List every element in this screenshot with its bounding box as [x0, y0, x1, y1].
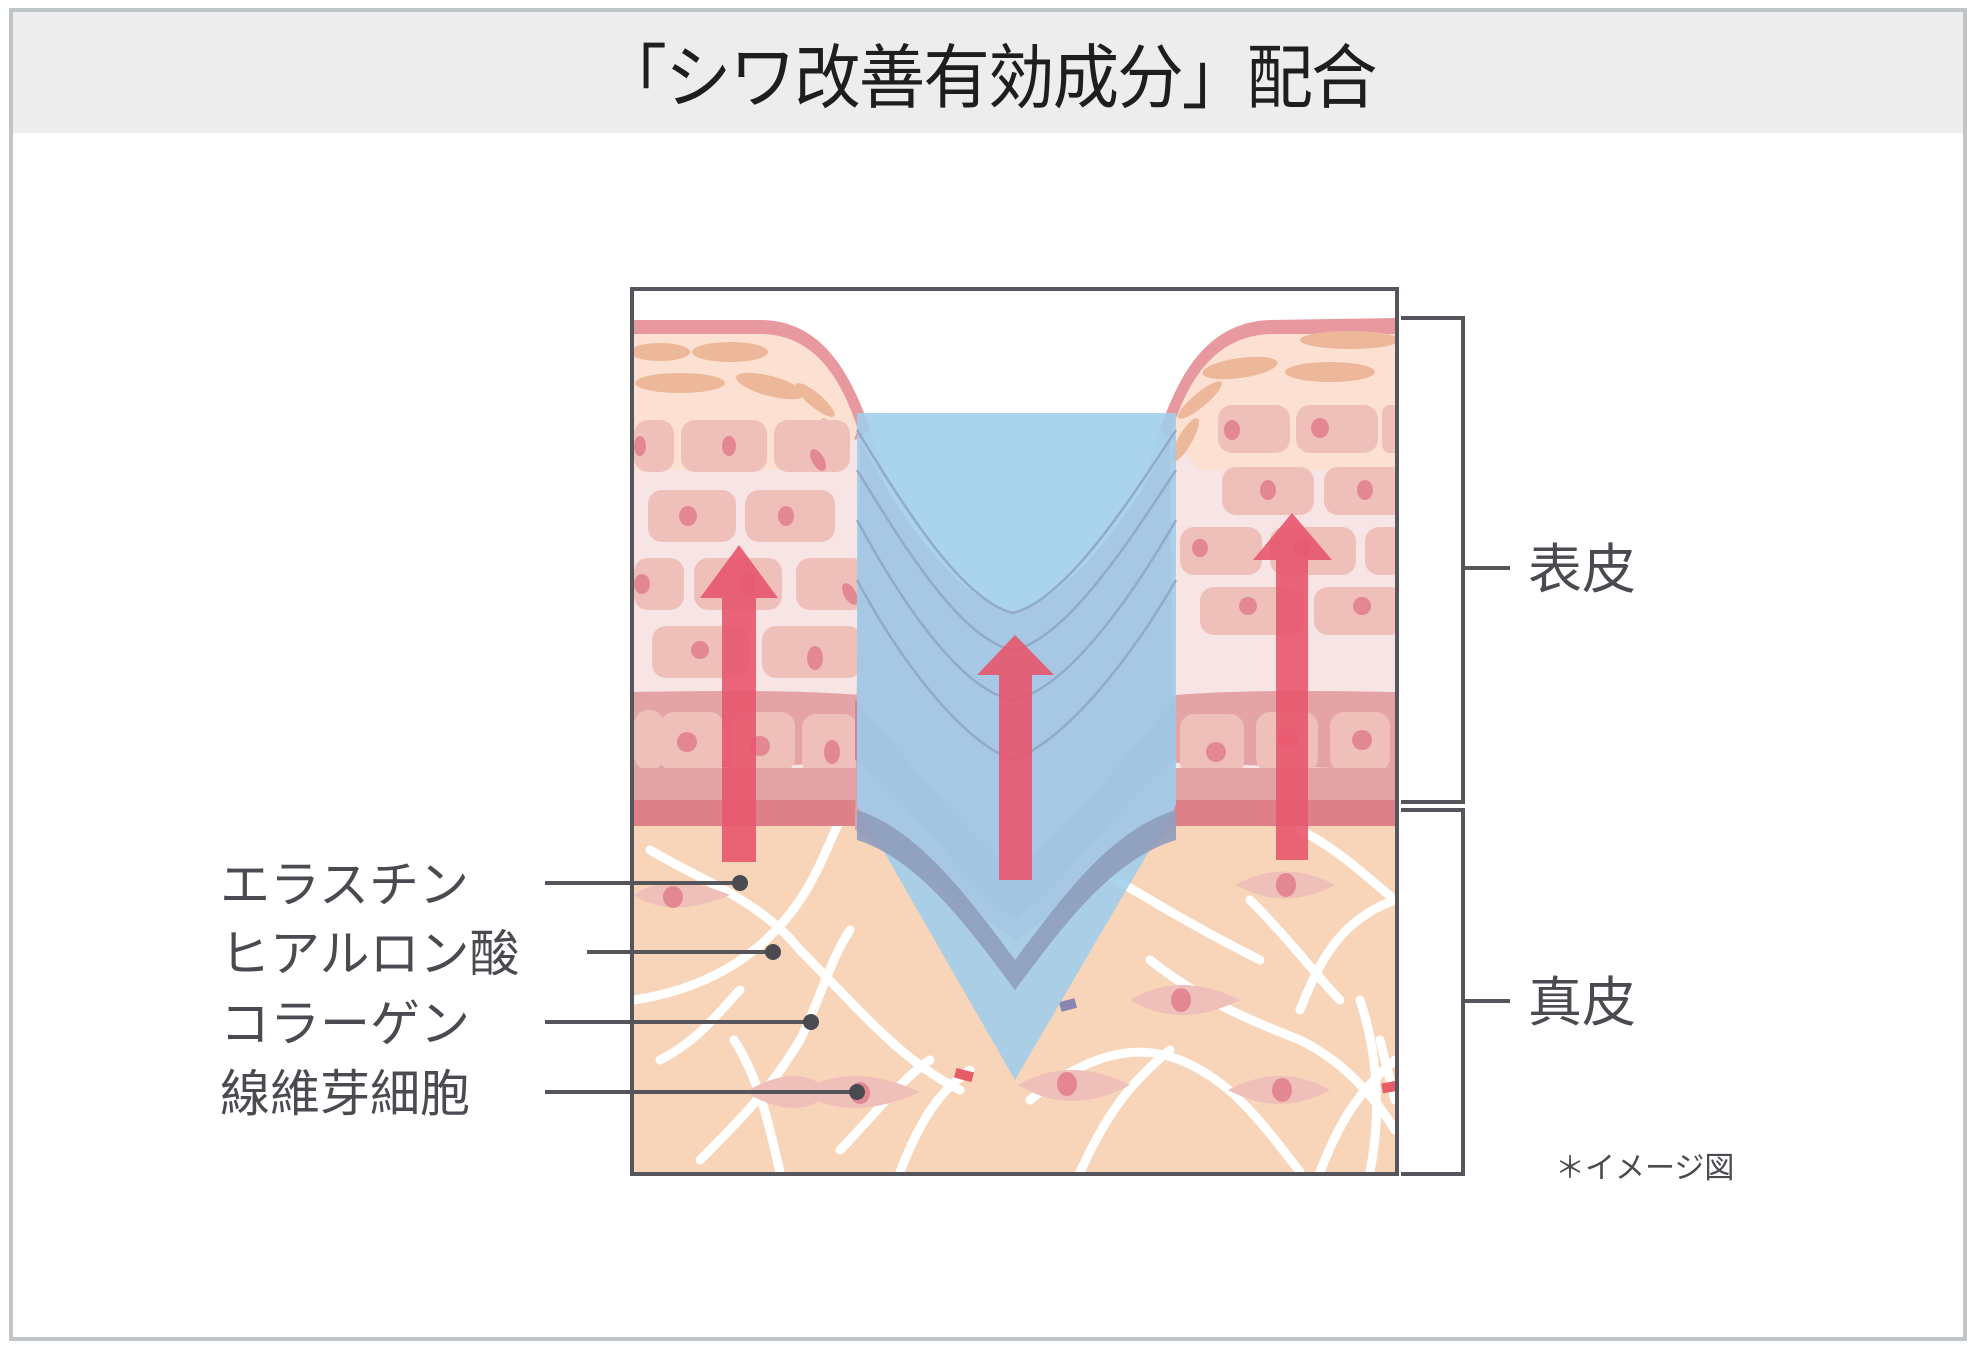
label-fibroblast: 線維芽細胞	[220, 1065, 470, 1123]
pointer-dot	[765, 944, 781, 960]
label-elastin: エラスチン	[220, 856, 469, 914]
layer-brackets	[1401, 316, 1510, 1176]
epidermis-bracket	[1401, 316, 1465, 804]
pointer-dot	[732, 875, 748, 891]
skin-illustration	[634, 291, 1395, 1172]
fibroblast-cell	[1235, 871, 1335, 899]
pointer-dot	[849, 1084, 865, 1100]
label-dermis: 真皮	[1528, 971, 1636, 1034]
label-epidermis: 表皮	[1528, 538, 1636, 601]
label-collagen: コラーゲン	[220, 995, 470, 1053]
elastin-crosslink	[1381, 1080, 1395, 1094]
arrow-up-icon	[1253, 513, 1332, 860]
fibroblast-cell	[1018, 1070, 1130, 1101]
elastin-crosslink	[954, 1067, 974, 1083]
illustration-border	[630, 287, 1399, 1176]
leader-dots	[732, 875, 865, 1100]
elastin-crosslink	[1058, 998, 1078, 1012]
basal-layer-groove	[857, 810, 1176, 990]
fibroblast-cell	[634, 882, 730, 908]
fibroblast-cell	[1130, 985, 1240, 1015]
title-bar: 「シワ改善有効成分」配合	[13, 12, 1963, 133]
page-title: 「シワ改善有効成分」配合	[600, 37, 1377, 119]
lift-arrows	[700, 513, 1332, 880]
label-hyaluronic-acid: ヒアルロン酸	[220, 925, 520, 983]
leader-lines	[545, 881, 857, 1094]
fibroblast-cell	[1228, 1076, 1330, 1104]
pointer-dot	[803, 1014, 819, 1030]
dermis-bracket	[1401, 808, 1465, 1176]
arrow-up-icon	[700, 545, 778, 862]
fibroblasts	[634, 871, 1335, 1108]
footnote: ＊イメージ図	[1555, 1151, 1734, 1186]
arrow-up-icon	[977, 635, 1054, 880]
